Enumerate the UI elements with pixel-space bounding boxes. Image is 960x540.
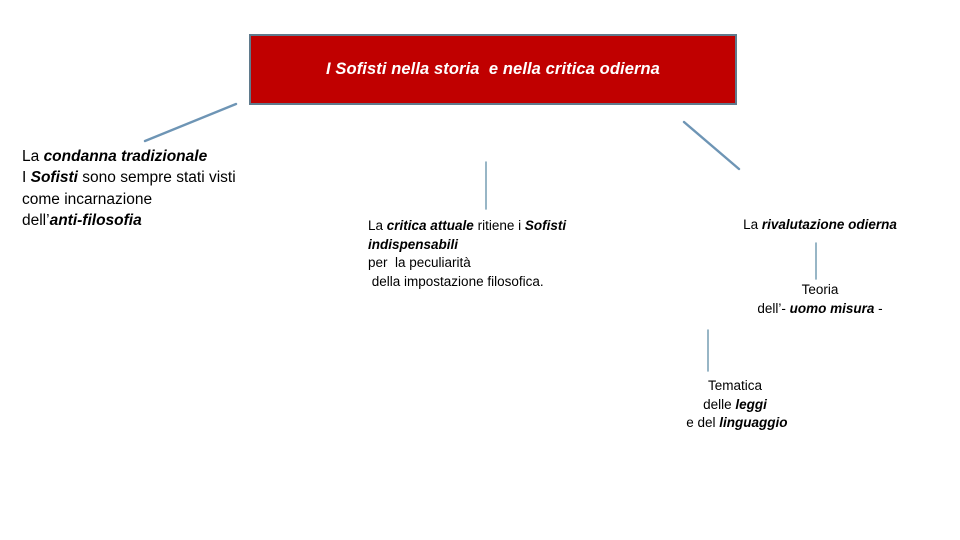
center-line1-strong: critica attuale xyxy=(386,218,474,233)
right-sub-line2-tail: - xyxy=(874,300,883,316)
center-line2-strong: indispensabili xyxy=(368,236,459,252)
connector-title-to-right xyxy=(682,120,741,171)
text-block-teoria-uomo-misura: Teoria dell’- uomo misura - xyxy=(700,281,940,318)
right-head-strong: rivalutazione odierna xyxy=(761,217,897,232)
right-sub-line2-strong: uomo misura xyxy=(789,300,875,316)
center-line1-mid: ritiene i xyxy=(473,218,525,233)
center-line1-strong2: Sofisti xyxy=(524,218,567,233)
left-line4-lead: dell’ xyxy=(22,212,50,230)
left-line1-strong: condanna tradizionale xyxy=(43,148,208,165)
left-line2-lead: I xyxy=(22,169,31,187)
bottom-line2-strong: leggi xyxy=(735,396,767,412)
text-block-critica-attuale: La critica attuale ritiene i Sofisti indi… xyxy=(368,217,630,292)
bottom-line3-lead: e del xyxy=(682,415,720,431)
right-head-lead: La xyxy=(743,217,762,232)
text-block-rivalutazione-odierna: La rivalutazione odierna xyxy=(700,216,940,235)
connector-title-to-left xyxy=(143,102,238,143)
bottom-line2-lead: delle xyxy=(703,396,736,412)
right-sub-line1: Teoria xyxy=(801,282,839,297)
bottom-line1: Tematica xyxy=(707,378,763,393)
left-line3: come incarnazione xyxy=(22,190,153,208)
text-block-tematica-leggi-linguaggio: Tematica delle leggi e del linguaggio xyxy=(620,377,850,433)
center-line3: per la peculiarità xyxy=(368,255,471,271)
left-line1-lead: La xyxy=(22,148,44,165)
title-banner[interactable]: I Sofisti nella storia e nella critica o… xyxy=(249,34,737,105)
right-sub-line2-lead: dell’- xyxy=(757,300,790,316)
center-line1-lead: La xyxy=(368,218,387,233)
left-line4-strong: anti-filosofia xyxy=(49,212,142,230)
bottom-line3-strong: linguaggio xyxy=(719,415,788,431)
left-line2-tail: sono sempre stati visti xyxy=(78,169,236,187)
center-line4: della impostazione filosofica. xyxy=(368,273,544,289)
title-text: I Sofisti nella storia e nella critica o… xyxy=(326,60,660,79)
left-line2-strong: Sofisti xyxy=(30,169,78,187)
